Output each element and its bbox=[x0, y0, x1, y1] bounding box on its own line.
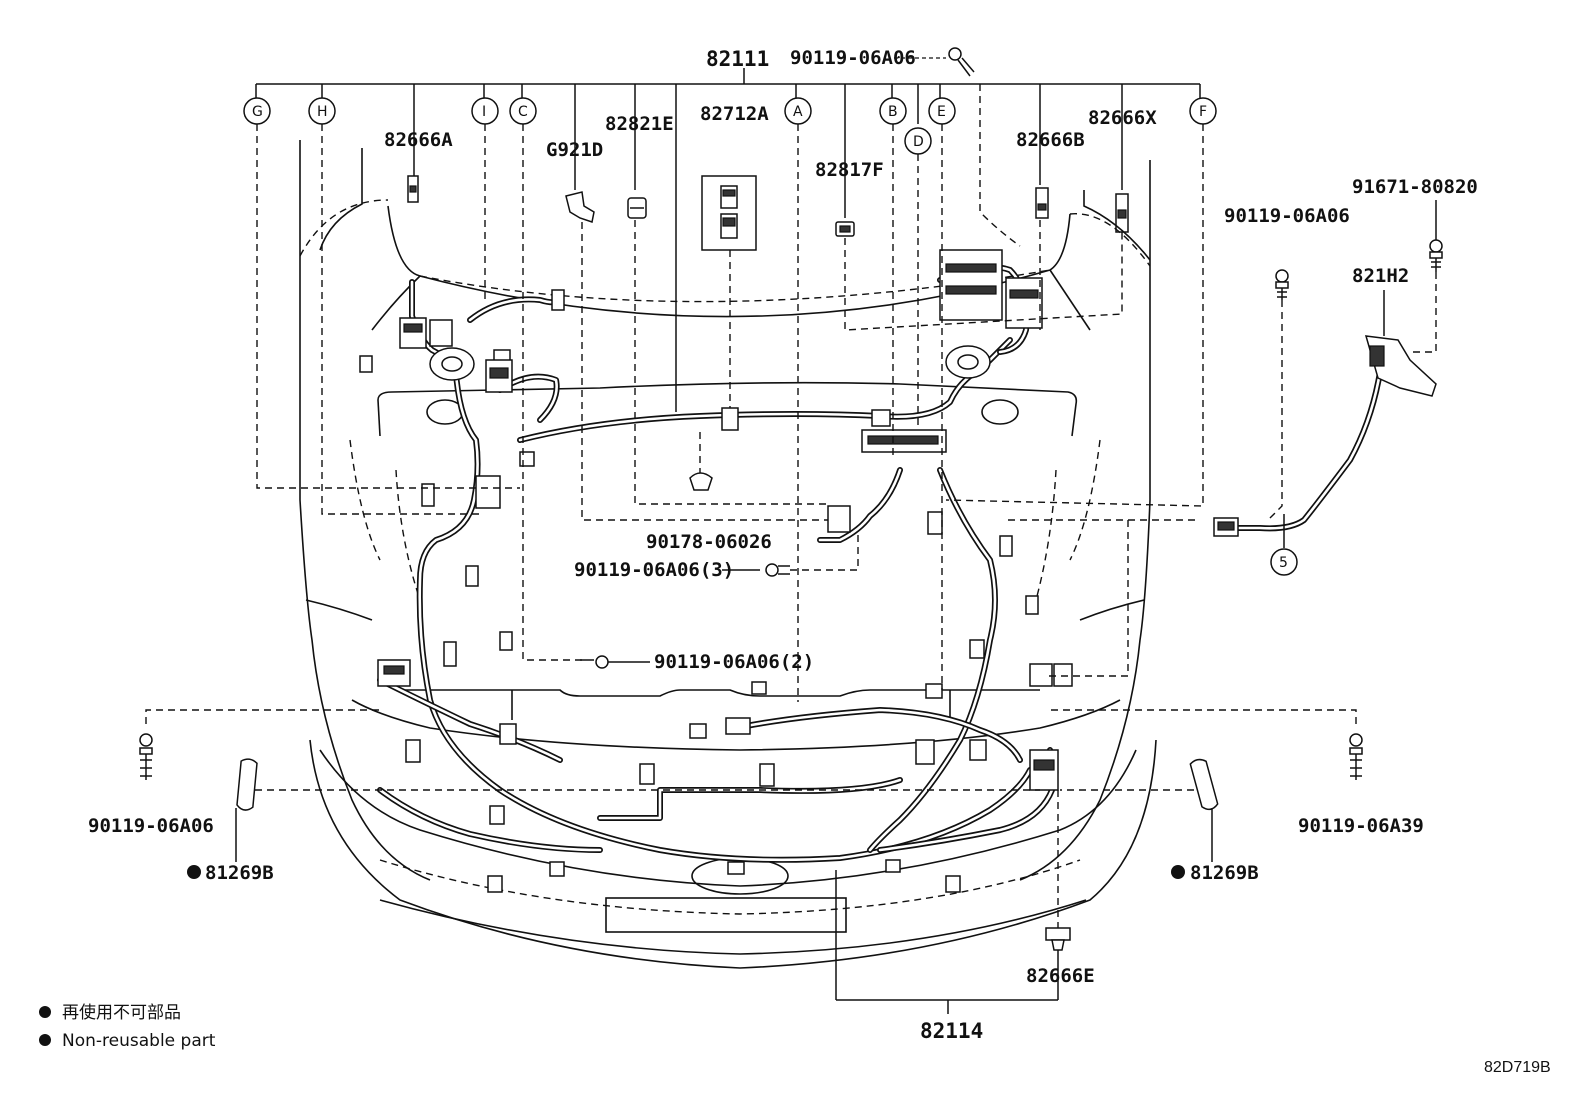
callout-D: D bbox=[904, 127, 932, 155]
callout-H-letter: H bbox=[317, 104, 328, 120]
non-reusable-mark-left bbox=[187, 865, 201, 879]
clip-G921D bbox=[565, 191, 595, 223]
bolt-91671 bbox=[1429, 239, 1443, 272]
grommet-right bbox=[945, 345, 991, 379]
callout-F: F bbox=[1189, 97, 1217, 125]
legend: 再使用不可部品 Non-reusable part bbox=[39, 1002, 216, 1051]
part-90119-06A06-left-label: 90119-06A06 bbox=[88, 815, 214, 837]
callout-I-letter: I bbox=[482, 104, 486, 120]
part-90119-06A39-label: 90119-06A39 bbox=[1298, 815, 1424, 837]
callout-E: E bbox=[928, 97, 956, 125]
callout-leader-lines bbox=[145, 84, 1437, 928]
part-82712A-box bbox=[701, 175, 757, 251]
clip-90178 bbox=[689, 472, 713, 491]
legend-english: Non-reusable part bbox=[62, 1031, 216, 1051]
bolt-3 bbox=[722, 563, 790, 577]
callout-G-letter: G bbox=[252, 104, 263, 120]
grommet-left bbox=[429, 347, 475, 381]
part-90119-06A06-3-label: 90119-06A06(3) bbox=[574, 559, 734, 581]
callout-C: C bbox=[509, 97, 537, 125]
bolt-2 bbox=[580, 655, 650, 669]
legend-japanese: 再使用不可部品 bbox=[62, 1002, 181, 1023]
part-81269B-left-label: 81269B bbox=[205, 862, 274, 884]
non-reusable-mark-right bbox=[1171, 865, 1185, 879]
part-G921D-label: G921D bbox=[546, 139, 603, 161]
clip-82666E bbox=[1045, 927, 1071, 951]
part-90119-06A06-top-label: 90119-06A06 bbox=[790, 47, 916, 69]
callout-I: I bbox=[471, 97, 499, 125]
legend-bullet-en bbox=[39, 1034, 51, 1046]
part-82666E-label: 82666E bbox=[1026, 965, 1095, 987]
callout-B-letter: B bbox=[888, 104, 898, 120]
pad-81269B-right bbox=[1189, 758, 1219, 862]
callout-D-letter: D bbox=[913, 134, 924, 150]
part-82821E-label: 82821E bbox=[605, 113, 674, 135]
legend-bullet-jp bbox=[39, 1006, 51, 1018]
callout-5-number: 5 bbox=[1279, 555, 1288, 571]
part-91671-80820-label: 91671-80820 bbox=[1352, 176, 1478, 198]
sub-harness-821H2 bbox=[1213, 335, 1437, 537]
part-82111-label: 82111 bbox=[706, 47, 769, 71]
part-90178-06026-label: 90178-06026 bbox=[646, 531, 772, 553]
callout-C-letter: C bbox=[518, 104, 528, 120]
part-82712A-label: 82712A bbox=[700, 103, 769, 125]
callout-F-letter: F bbox=[1199, 104, 1207, 120]
bolt-left bbox=[139, 733, 153, 780]
callout-G: G bbox=[243, 97, 271, 125]
connector-82666B bbox=[1035, 187, 1049, 219]
part-82666A-label: 82666A bbox=[384, 129, 453, 151]
part-821H2-label: 821H2 bbox=[1352, 265, 1409, 287]
callout-5: 5 bbox=[1270, 514, 1298, 576]
bolt-right-A39 bbox=[1349, 733, 1363, 780]
callout-A-letter: A bbox=[793, 104, 803, 120]
assembly-82114-bracket bbox=[835, 870, 1059, 1014]
part-90119-06A06-2-label: 90119-06A06(2) bbox=[654, 651, 814, 673]
callout-E-letter: E bbox=[937, 104, 946, 120]
connector-82666X bbox=[1115, 193, 1129, 233]
part-90119-06A06-right-label: 90119-06A06 bbox=[1224, 205, 1350, 227]
bolt-right-upper bbox=[1275, 269, 1289, 300]
part-82666B-label: 82666B bbox=[1016, 129, 1085, 151]
part-82114-label: 82114 bbox=[920, 1019, 983, 1043]
diagram-code: 82D719B bbox=[1484, 1059, 1551, 1076]
connector-82817F bbox=[835, 221, 855, 237]
part-82666X-label: 82666X bbox=[1088, 107, 1157, 129]
assembly-82111-bracket bbox=[255, 68, 1201, 412]
part-82817F-label: 82817F bbox=[815, 159, 884, 181]
callout-H: H bbox=[308, 97, 336, 125]
vehicle-body-outline bbox=[299, 140, 1157, 969]
callout-A: A bbox=[784, 97, 812, 125]
callout-B: B bbox=[879, 97, 907, 125]
pad-81269B-left bbox=[235, 758, 258, 862]
harness-connectors bbox=[359, 249, 1073, 893]
bolt-top bbox=[894, 47, 975, 77]
clip-82821E bbox=[627, 197, 647, 219]
connector-82666A bbox=[407, 175, 419, 203]
part-81269B-right-label: 81269B bbox=[1190, 862, 1259, 884]
